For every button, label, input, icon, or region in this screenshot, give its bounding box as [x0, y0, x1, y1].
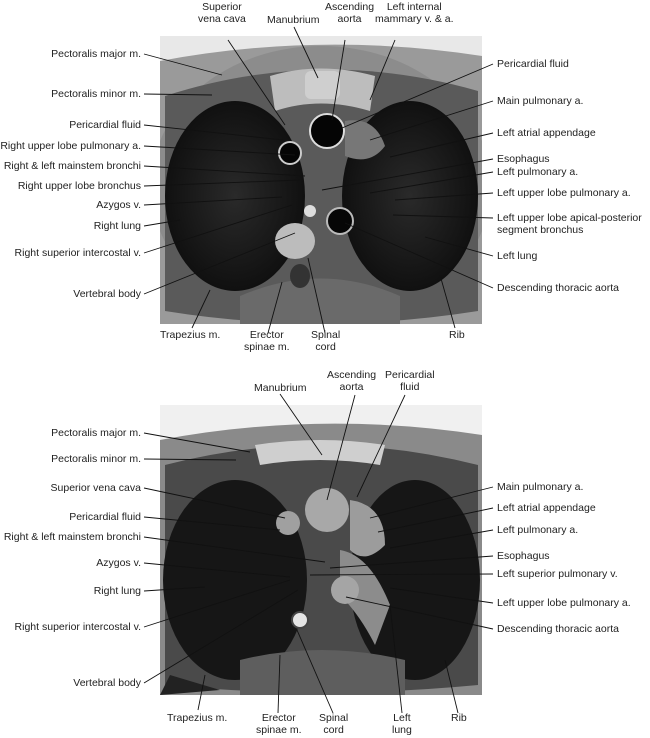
label-left-6: Right upper lobe bronchus: [17, 180, 141, 192]
label-right-b6: Left upper lobe pulmonary a.: [497, 597, 631, 609]
label-right-5: Left pulmonary a.: [497, 166, 579, 178]
label-right-b7: Descending thoracic aorta: [497, 623, 619, 635]
label-right-7: Left upper lobe apical-posterior segment…: [497, 212, 642, 236]
label-spinal-cord: Spinal cord: [311, 329, 341, 353]
label-rib: Rib: [449, 329, 465, 341]
label-trapezius-2: Trapezius m.: [167, 712, 228, 724]
label-left-b6: Azygos v.: [96, 557, 141, 569]
label-left-b1: Pectoralis major m.: [51, 427, 141, 439]
label-left-2: Pectoralis minor m.: [51, 88, 141, 100]
label-spinal-cord-2: Spinal cord: [319, 712, 349, 736]
label-left-4: Right upper lobe pulmonary a.: [0, 140, 141, 152]
mri-image-top: [160, 36, 482, 324]
mri-image-bottom: [160, 405, 482, 695]
mri-top-drawing: [160, 36, 482, 324]
label-right-4: Esophagus: [497, 153, 550, 165]
label-left-b7: Right lung: [93, 585, 141, 597]
label-manubrium: Manubrium: [267, 14, 320, 26]
label-pericardial-fluid-top-2: Pericardial fluid: [385, 369, 435, 393]
label-right-b3: Left pulmonary a.: [497, 524, 579, 536]
label-right-9: Descending thoracic aorta: [497, 282, 619, 294]
label-left-b8: Right superior intercostal v.: [14, 621, 141, 633]
label-left-7: Azygos v.: [96, 199, 141, 211]
label-left-b4: Pericardial fluid: [69, 511, 141, 523]
label-left-8: Right lung: [93, 220, 141, 232]
label-trapezius: Trapezius m.: [160, 329, 221, 341]
label-right-1: Pericardial fluid: [497, 58, 569, 70]
label-manubrium-2: Manubrium: [254, 382, 307, 394]
label-right-8: Left lung: [497, 250, 538, 262]
label-right-6: Left upper lobe pulmonary a.: [497, 187, 631, 199]
label-left-b5: Right & left mainstem bronchi: [3, 531, 141, 543]
label-erector-spinae: Erector spinae m.: [244, 329, 290, 353]
label-left-b3: Superior vena cava: [50, 482, 141, 494]
label-ascending-aorta: Ascending aorta: [325, 1, 375, 25]
label-left-b9: Vertebral body: [73, 677, 141, 689]
label-rib-2: Rib: [451, 712, 467, 724]
label-right-b1: Main pulmonary a.: [497, 481, 584, 493]
label-left-9: Right superior intercostal v.: [14, 247, 141, 259]
label-left-b2: Pectoralis minor m.: [51, 453, 141, 465]
label-right-3: Left atrial appendage: [497, 127, 596, 139]
label-right-2: Main pulmonary a.: [497, 95, 584, 107]
label-left-internal-mammary: Left internal mammary v. & a.: [375, 1, 454, 25]
label-left-10: Vertebral body: [73, 288, 141, 300]
label-left-5: Right & left mainstem bronchi: [3, 160, 141, 172]
mri-bottom-drawing: [160, 405, 482, 695]
label-superior-vena-cava: Superior vena cava: [198, 1, 246, 25]
label-left-lung-2: Left lung: [392, 712, 412, 736]
label-left-1: Pectoralis major m.: [51, 48, 141, 60]
label-right-b4: Esophagus: [497, 550, 550, 562]
label-ascending-aorta-2: Ascending aorta: [327, 369, 377, 393]
label-right-b2: Left atrial appendage: [497, 502, 596, 514]
label-erector-spinae-2: Erector spinae m.: [256, 712, 302, 736]
label-right-b5: Left superior pulmonary v.: [497, 568, 618, 580]
label-left-3: Pericardial fluid: [69, 119, 141, 131]
